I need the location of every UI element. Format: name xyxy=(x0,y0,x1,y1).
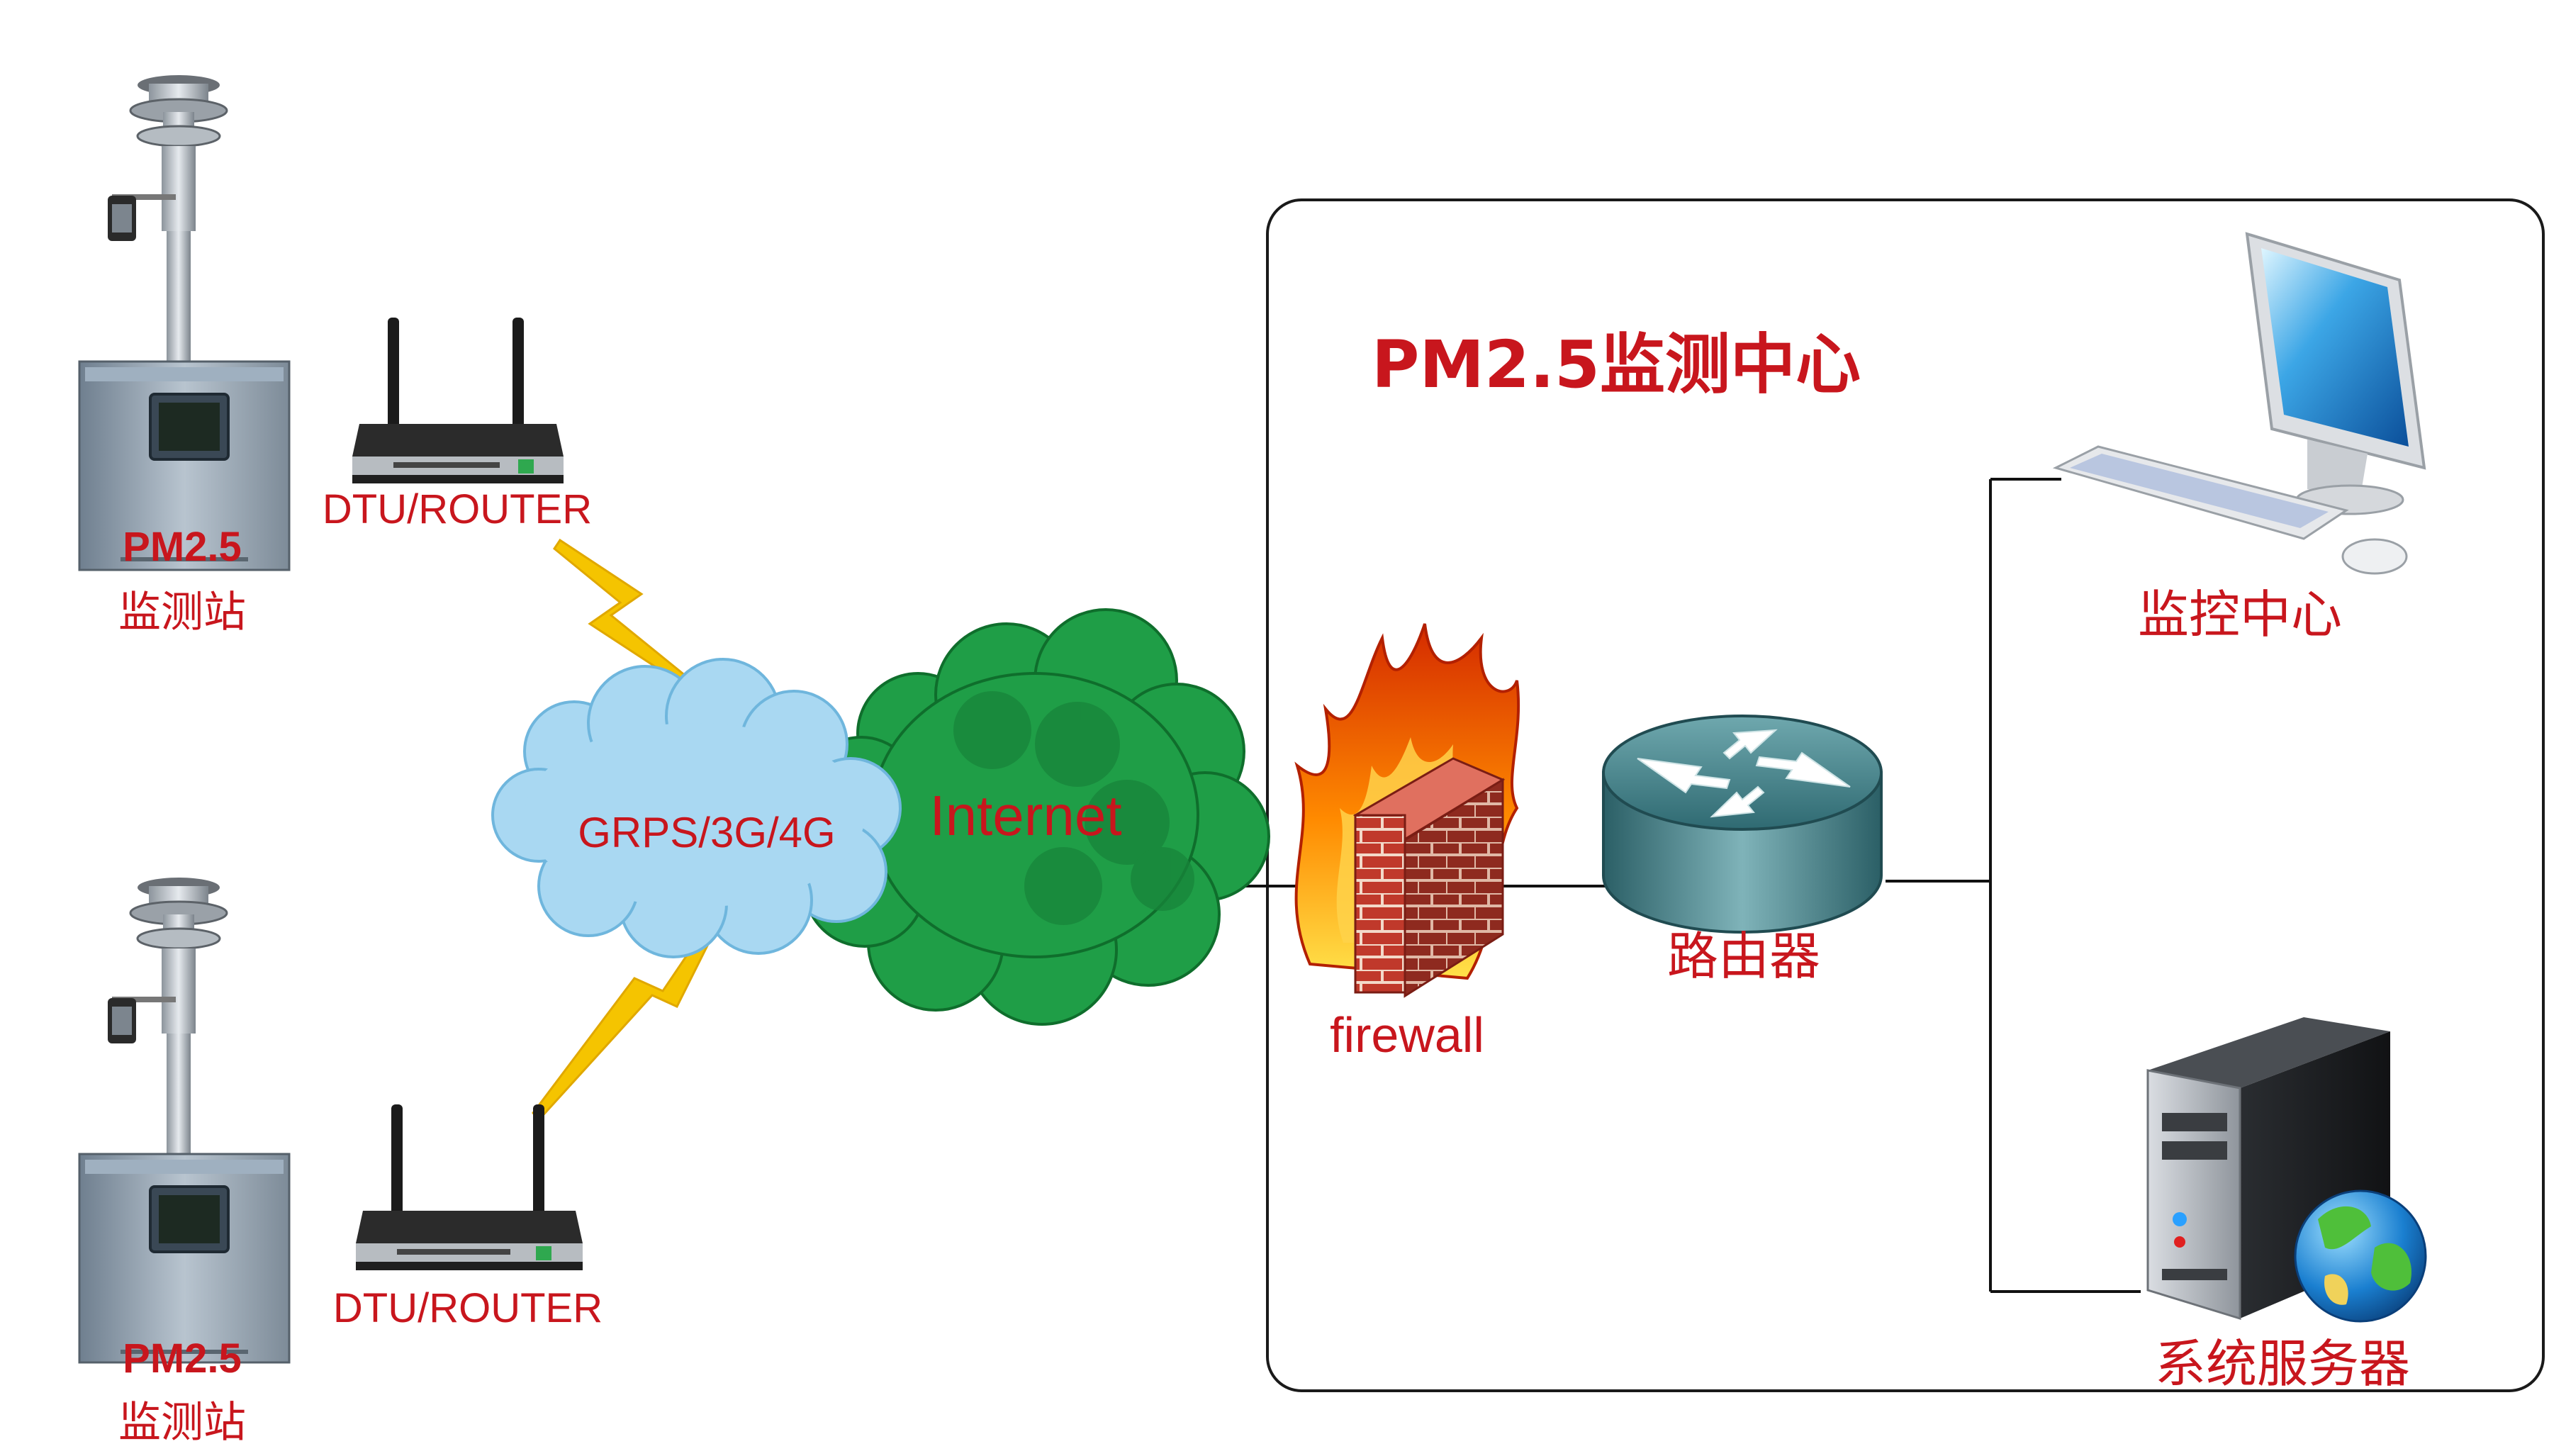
monitoring-center-frame xyxy=(1266,198,2545,1392)
globe-icon xyxy=(2294,1189,2427,1323)
router-icon xyxy=(1602,715,1883,934)
wireless-cloud-icon xyxy=(491,658,902,958)
monitoring-center-title: PM2.5监测中心 xyxy=(1372,327,1861,403)
wifi-router-icon xyxy=(352,318,564,483)
station-1-name: PM2.5 xyxy=(123,524,242,570)
lightning-icon xyxy=(532,937,711,1122)
firewall-label: firewall xyxy=(1330,1007,1484,1063)
wireless-label: GRPS/3G/4G xyxy=(578,809,836,856)
wifi-router-icon xyxy=(356,1104,583,1270)
station-2-subtitle: 监测站 xyxy=(118,1398,246,1447)
internet-cloud-icon xyxy=(803,608,1270,1026)
firewall-icon xyxy=(1294,623,1520,998)
station-2-name: PM2.5 xyxy=(123,1335,242,1382)
internet-label: Internet xyxy=(929,784,1122,847)
computer-icon xyxy=(2052,232,2426,575)
air-sampler-icon xyxy=(78,878,291,1364)
router-label: 路由器 xyxy=(1666,926,1821,986)
station-1-subtitle: 监测站 xyxy=(118,588,246,637)
air-sampler-icon xyxy=(78,75,291,571)
monitor-label: 监控中心 xyxy=(2137,585,2343,644)
server-icon xyxy=(2146,1017,2390,1321)
server-label: 系统服务器 xyxy=(2154,1334,2411,1394)
station-2-router-label: DTU/ROUTER xyxy=(332,1285,603,1331)
station-1-router-label: DTU/ROUTER xyxy=(322,486,593,532)
